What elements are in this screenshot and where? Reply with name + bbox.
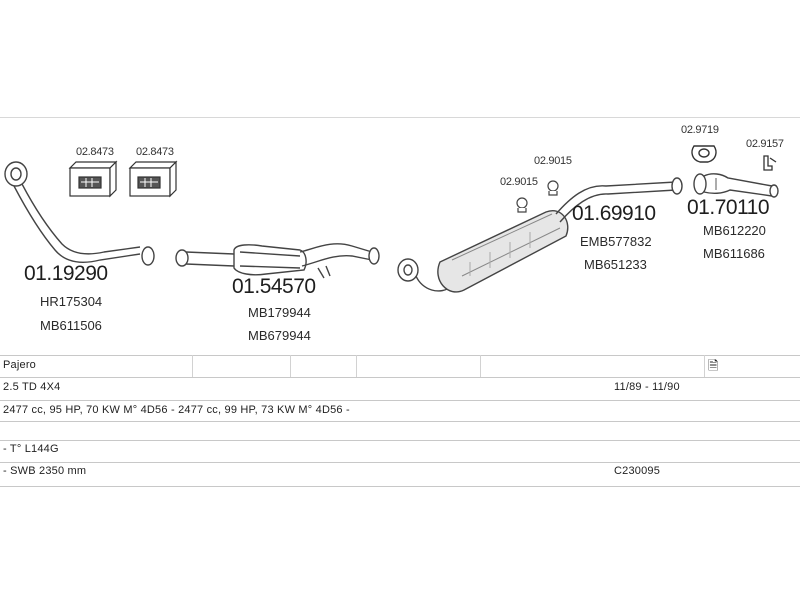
part4-code: 01.70110 — [687, 196, 770, 219]
part2-ref-2: MB679944 — [248, 328, 311, 343]
kit1-code: 02.8473 — [76, 146, 114, 158]
notes-icon[interactable]: 🗎 — [708, 358, 719, 373]
part3-ref-2: MB651233 — [584, 257, 647, 272]
catalog-cell: C230095 — [614, 465, 661, 477]
part1-ref-1: HR175304 — [40, 294, 103, 309]
gasket-code: 02.9719 — [681, 124, 719, 136]
middle-pipe-part[interactable] — [175, 243, 380, 279]
wheelbase-cell: - SWB 2350 mm — [3, 465, 87, 477]
mounting-kit-1[interactable] — [68, 160, 118, 198]
part3-ref-1: EMB577832 — [580, 234, 652, 249]
engine-cell: 2.5 TD 4X4 — [3, 381, 61, 393]
mounting-kit-2[interactable] — [128, 160, 178, 198]
model-cell: Pajero — [3, 359, 36, 371]
kit2-code: 02.8473 — [136, 146, 174, 158]
part1-code: 01.19290 — [24, 262, 108, 285]
part2-ref-1: MB179944 — [248, 305, 311, 320]
part2-code: 01.54570 — [232, 275, 316, 298]
clamp1-code: 02.9015 — [500, 176, 538, 188]
spec-cell: 2477 cc, 95 HP, 70 KW M° 4D56 - 2477 cc,… — [3, 404, 350, 416]
centre-muffler-part[interactable] — [397, 177, 683, 293]
clamp-2[interactable] — [547, 180, 559, 196]
top-divider — [0, 117, 800, 118]
bracket-code: 02.9157 — [746, 138, 784, 150]
gasket-part[interactable] — [691, 145, 717, 163]
bracket-part[interactable] — [763, 155, 777, 171]
part4-ref-1: MB612220 — [703, 223, 766, 238]
part1-ref-2: MB611506 — [40, 318, 102, 333]
type-cell: - T° L144G — [3, 443, 59, 455]
part4-ref-2: MB611686 — [703, 246, 765, 261]
front-pipe-part[interactable] — [4, 161, 155, 266]
years-cell: 11/89 - 11/90 — [614, 381, 680, 393]
clamp-1[interactable] — [516, 197, 528, 213]
rear-pipe-part[interactable] — [693, 173, 779, 198]
clamp2-code: 02.9015 — [534, 155, 572, 167]
part3-code: 01.69910 — [572, 202, 656, 225]
